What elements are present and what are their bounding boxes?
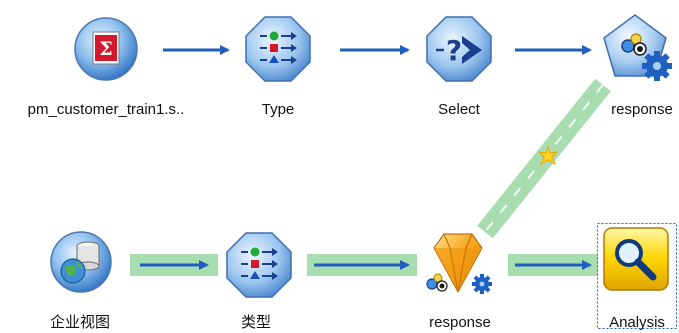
statistics-file-icon: Σ <box>74 17 138 81</box>
node-analysis-label: Analysis <box>609 314 665 331</box>
link-star-icon <box>537 145 559 166</box>
node-select-label: Select <box>438 101 480 118</box>
node-model-builder-label: response <box>611 101 673 118</box>
analysis-node-icon <box>597 223 677 329</box>
select-node-icon: ? <box>426 16 492 82</box>
node-select[interactable]: ? <box>424 14 494 84</box>
model-nugget-icon <box>426 233 492 294</box>
model-builder-icon <box>603 14 672 81</box>
node-enterprise-view-label: 企业视图 <box>49 314 111 331</box>
node-source-label: pm_customer_train1.s.. <box>27 101 185 118</box>
svg-text:Σ: Σ <box>99 38 112 60</box>
node-type-top[interactable] <box>243 14 313 84</box>
enterprise-view-icon <box>50 231 112 293</box>
type-node-icon <box>226 232 292 298</box>
svg-text:?: ? <box>446 34 462 67</box>
node-type-bottom[interactable] <box>224 230 294 300</box>
node-type-top-label: Type <box>261 101 295 118</box>
node-model-nugget-label: response <box>429 314 491 331</box>
node-type-bottom-label: 类型 <box>240 314 272 331</box>
node-model-builder[interactable] <box>601 12 679 86</box>
node-model-nugget[interactable] <box>422 232 498 298</box>
node-source[interactable]: Σ <box>72 15 140 83</box>
node-analysis[interactable] <box>596 222 678 330</box>
node-enterprise-view[interactable] <box>48 229 114 295</box>
type-node-icon <box>245 16 311 82</box>
